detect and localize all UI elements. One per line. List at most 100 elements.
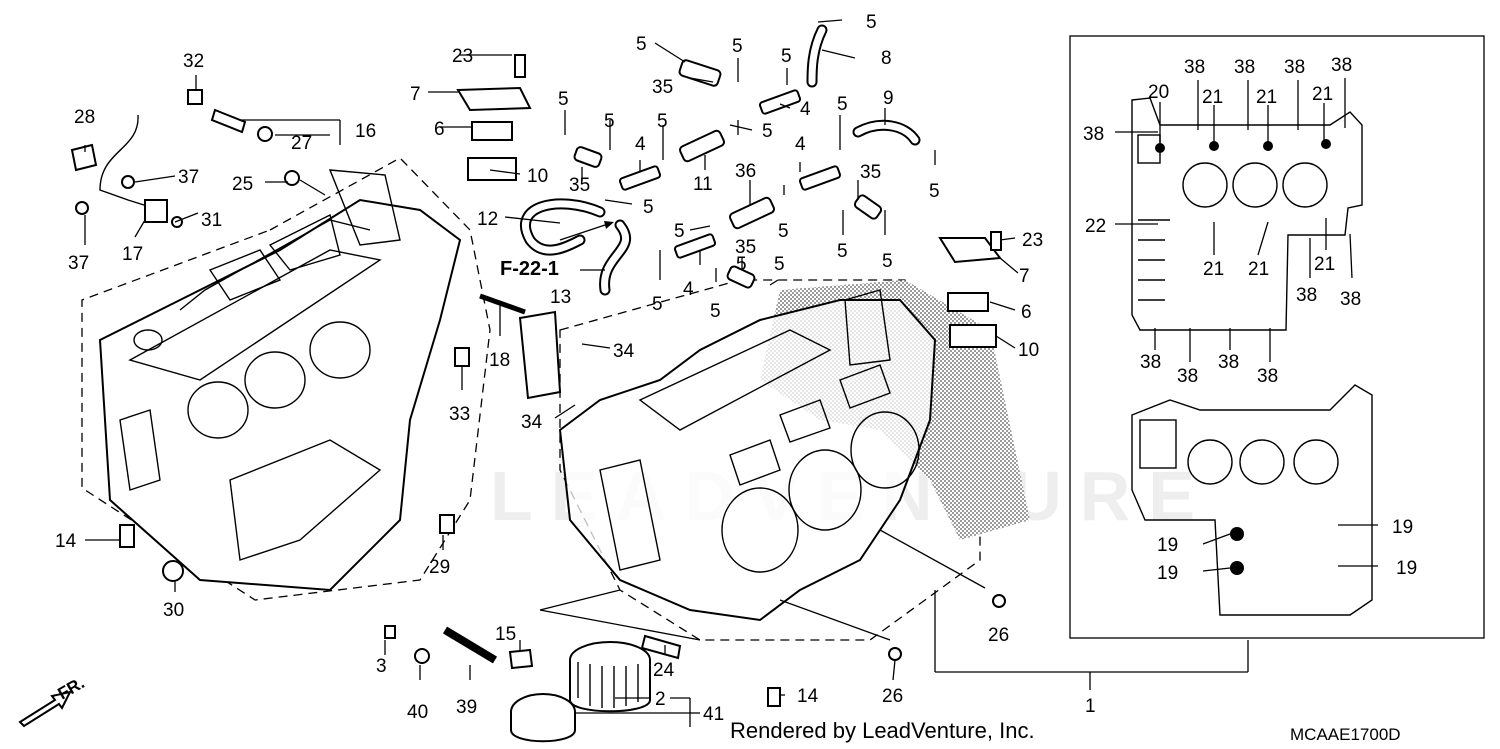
- credit-text: Rendered by LeadVenture, Inc.: [730, 718, 1035, 743]
- callout-38[interactable]: 38: [1218, 352, 1239, 373]
- callout-5[interactable]: 5: [736, 254, 747, 275]
- callout-5[interactable]: 5: [604, 111, 615, 132]
- callout-35[interactable]: 35: [860, 162, 881, 183]
- callout-5[interactable]: 5: [778, 221, 789, 242]
- callout-2[interactable]: 2: [655, 689, 666, 710]
- callout-6[interactable]: 6: [1021, 302, 1032, 323]
- callout-5[interactable]: 5: [837, 241, 848, 262]
- callout-22[interactable]: 22: [1085, 216, 1106, 237]
- callout-10[interactable]: 10: [1018, 340, 1039, 361]
- callout-34[interactable]: 34: [521, 412, 543, 433]
- callout-19[interactable]: 19: [1157, 563, 1178, 584]
- callout-38[interactable]: 38: [1184, 57, 1205, 78]
- callout-5[interactable]: 5: [837, 94, 848, 115]
- callout-4[interactable]: 4: [635, 134, 646, 155]
- callout-5[interactable]: 5: [636, 34, 647, 55]
- callout-5[interactable]: 5: [657, 111, 668, 132]
- callout-25[interactable]: 25: [232, 174, 253, 195]
- callout-12[interactable]: 12: [477, 209, 498, 230]
- callout-37[interactable]: 37: [178, 167, 199, 188]
- callout-7[interactable]: 7: [410, 84, 421, 105]
- lower-gasket-plate: [1131, 384, 1373, 616]
- gasket-inset-box: [1069, 35, 1485, 639]
- callout-41[interactable]: 41: [703, 704, 724, 725]
- upper-gasket-plate: [1131, 97, 1363, 331]
- callout-35[interactable]: 35: [569, 175, 590, 196]
- reference-f-22-1[interactable]: F-22-1: [500, 258, 559, 280]
- callout-28[interactable]: 28: [74, 107, 95, 128]
- front-direction-arrow: FR.: [18, 673, 88, 728]
- callout-5[interactable]: 5: [558, 89, 569, 110]
- callout-38[interactable]: 38: [1083, 124, 1104, 145]
- callout-5[interactable]: 5: [781, 46, 792, 67]
- callout-26[interactable]: 26: [882, 686, 903, 707]
- callout-14[interactable]: 14: [55, 531, 77, 552]
- callout-38[interactable]: 38: [1234, 57, 1255, 78]
- callout-31[interactable]: 31: [201, 210, 222, 231]
- callout-9[interactable]: 9: [883, 88, 894, 109]
- callout-23[interactable]: 23: [1022, 230, 1043, 251]
- callout-35[interactable]: 35: [735, 237, 756, 258]
- callout-29[interactable]: 29: [429, 557, 450, 578]
- callout-5[interactable]: 5: [674, 221, 685, 242]
- callout-5[interactable]: 5: [866, 12, 877, 33]
- callout-3[interactable]: 3: [376, 656, 387, 677]
- callout-5[interactable]: 5: [643, 197, 654, 218]
- callout-19[interactable]: 19: [1392, 517, 1413, 538]
- callout-26[interactable]: 26: [988, 625, 1009, 646]
- callout-5[interactable]: 5: [774, 254, 785, 275]
- callout-21[interactable]: 21: [1202, 87, 1223, 108]
- callout-1[interactable]: 1: [1085, 696, 1096, 717]
- callout-5[interactable]: 5: [710, 301, 721, 322]
- callout-13[interactable]: 13: [550, 287, 571, 308]
- callout-35[interactable]: 35: [652, 77, 673, 98]
- hoses-and-fittings: [520, 24, 921, 296]
- callout-38[interactable]: 38: [1284, 57, 1305, 78]
- callout-30[interactable]: 30: [163, 600, 184, 621]
- callout-17[interactable]: 17: [122, 244, 143, 265]
- callout-32[interactable]: 32: [183, 51, 204, 72]
- callout-38[interactable]: 38: [1296, 285, 1317, 306]
- callout-38[interactable]: 38: [1177, 366, 1198, 387]
- callout-38[interactable]: 38: [1140, 352, 1161, 373]
- callout-39[interactable]: 39: [456, 697, 477, 718]
- callout-8[interactable]: 8: [881, 48, 892, 69]
- callout-21[interactable]: 21: [1256, 87, 1277, 108]
- callout-21[interactable]: 21: [1314, 254, 1335, 275]
- callout-20[interactable]: 20: [1148, 82, 1169, 103]
- callout-5[interactable]: 5: [652, 294, 663, 315]
- callout-4[interactable]: 4: [800, 99, 811, 120]
- callout-5[interactable]: 5: [732, 36, 743, 57]
- callout-5[interactable]: 5: [929, 181, 940, 202]
- callout-7[interactable]: 7: [1019, 266, 1030, 287]
- callout-5[interactable]: 5: [762, 121, 773, 142]
- callout-40[interactable]: 40: [407, 702, 428, 723]
- callout-23[interactable]: 23: [452, 46, 473, 67]
- callout-37[interactable]: 37: [68, 253, 89, 274]
- callout-11[interactable]: 11: [693, 174, 713, 195]
- callout-10[interactable]: 10: [527, 166, 548, 187]
- callout-6[interactable]: 6: [434, 119, 445, 140]
- callout-21[interactable]: 21: [1203, 259, 1224, 280]
- callout-36[interactable]: 36: [735, 161, 756, 182]
- callout-4[interactable]: 4: [795, 134, 806, 155]
- upper-crankcase: [81, 157, 491, 601]
- callout-27[interactable]: 27: [291, 133, 312, 154]
- callout-19[interactable]: 19: [1157, 535, 1178, 556]
- callout-14[interactable]: 14: [797, 686, 819, 707]
- callout-16[interactable]: 16: [355, 121, 376, 142]
- callout-5[interactable]: 5: [882, 251, 893, 272]
- callout-34[interactable]: 34: [613, 341, 635, 362]
- inset-leaders: [1115, 78, 1378, 572]
- callout-33[interactable]: 33: [449, 404, 470, 425]
- callout-38[interactable]: 38: [1331, 55, 1352, 76]
- callout-38[interactable]: 38: [1340, 289, 1361, 310]
- callout-21[interactable]: 21: [1248, 259, 1269, 280]
- callout-19[interactable]: 19: [1396, 558, 1417, 579]
- callout-24[interactable]: 24: [653, 660, 675, 681]
- callout-18[interactable]: 18: [489, 350, 510, 371]
- callout-4[interactable]: 4: [683, 279, 694, 300]
- callout-38[interactable]: 38: [1257, 366, 1278, 387]
- callout-21[interactable]: 21: [1312, 84, 1333, 105]
- callout-15[interactable]: 15: [495, 624, 516, 645]
